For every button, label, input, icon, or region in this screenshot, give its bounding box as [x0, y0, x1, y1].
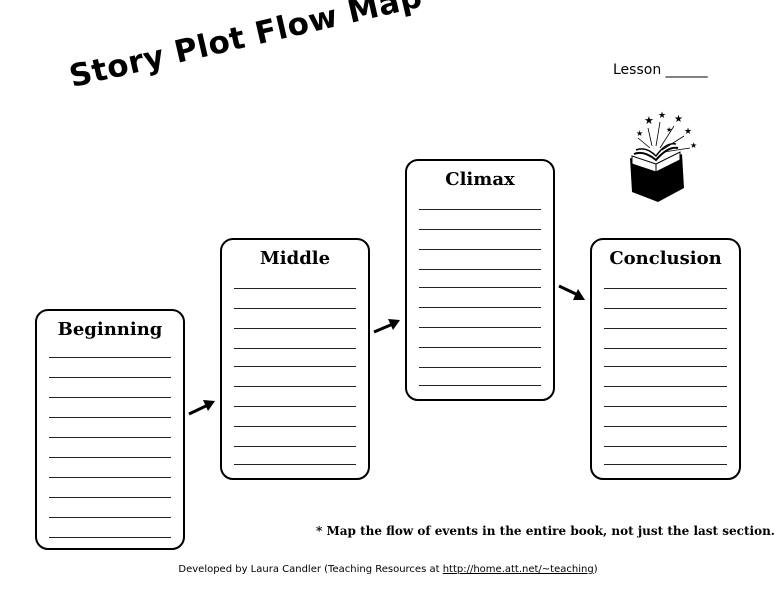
writing-line: [419, 209, 541, 210]
footnote: * Map the flow of events in the entire b…: [316, 524, 775, 538]
writing-line: [49, 537, 171, 538]
conclusion-title: Conclusion: [609, 248, 722, 269]
writing-line: [419, 367, 541, 368]
climax-box[interactable]: Climax: [405, 159, 555, 401]
svg-text:★: ★: [684, 126, 692, 136]
svg-text:★: ★: [690, 141, 697, 150]
writing-line: [49, 477, 171, 478]
arrow-icon: [188, 400, 215, 416]
svg-text:★: ★: [658, 110, 666, 120]
credit-suffix: ): [593, 564, 598, 575]
open-book-with-stars-icon: ★ ★ ★ ★ ★ ★ ★: [630, 110, 697, 202]
writing-line: [419, 249, 541, 250]
writing-line: [604, 308, 727, 309]
writing-line: [234, 328, 356, 329]
middle-box[interactable]: Middle: [220, 238, 370, 480]
writing-line: [234, 426, 356, 427]
writing-line: [234, 386, 356, 387]
writing-line: [604, 406, 727, 407]
writing-line: [604, 328, 727, 329]
writing-line: [49, 377, 171, 378]
writing-line: [49, 357, 171, 358]
writing-line: [234, 288, 356, 289]
svg-text:★: ★: [666, 126, 672, 134]
middle-title: Middle: [259, 248, 331, 269]
credit-link[interactable]: http://home.att.net/~teaching: [442, 564, 594, 575]
page-title: Story Plot Flow Map*: [66, 0, 443, 96]
writing-line: [419, 287, 541, 288]
writing-line: [604, 348, 727, 349]
writing-line: [49, 437, 171, 438]
writing-line: [49, 417, 171, 418]
climax-title: Climax: [445, 169, 515, 190]
conclusion-box[interactable]: Conclusion: [590, 238, 741, 480]
writing-line: [234, 366, 356, 367]
writing-line: [604, 386, 727, 387]
writing-line: [234, 348, 356, 349]
beginning-title: Beginning: [57, 319, 163, 340]
credit-line: Developed by Laura Candler (Teaching Res…: [0, 564, 776, 575]
writing-line: [604, 446, 727, 447]
writing-line: [604, 288, 727, 289]
svg-text:★: ★: [636, 129, 643, 138]
writing-line: [419, 327, 541, 328]
writing-line: [49, 517, 171, 518]
writing-line: [49, 497, 171, 498]
writing-line: [419, 347, 541, 348]
lesson-label: Lesson ______: [613, 62, 708, 78]
writing-line: [234, 446, 356, 447]
writing-line: [419, 385, 541, 386]
writing-line: [49, 397, 171, 398]
writing-line: [234, 406, 356, 407]
writing-line: [234, 308, 356, 309]
writing-line: [604, 366, 727, 367]
arrow-icon: [558, 284, 585, 300]
arrow-icon: [373, 319, 400, 334]
writing-line: [419, 229, 541, 230]
writing-line: [49, 457, 171, 458]
writing-line: [234, 464, 356, 465]
writing-line: [419, 307, 541, 308]
writing-line: [419, 269, 541, 270]
credit-prefix: Developed by Laura Candler (Teaching Res…: [178, 564, 443, 575]
svg-text:★: ★: [644, 115, 654, 127]
beginning-box[interactable]: Beginning: [35, 309, 185, 550]
svg-text:★: ★: [674, 114, 683, 125]
writing-line: [604, 464, 727, 465]
writing-line: [604, 426, 727, 427]
